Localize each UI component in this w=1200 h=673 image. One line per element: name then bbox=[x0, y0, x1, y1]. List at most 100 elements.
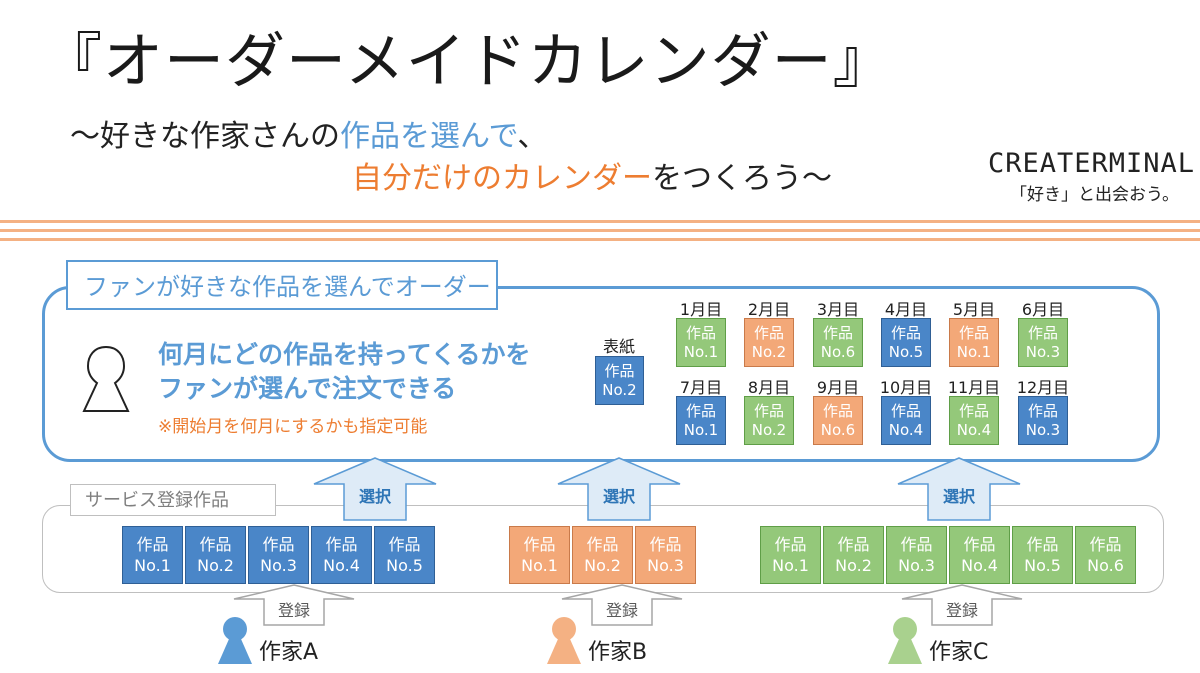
subtitle-suffix: をつくろう～ bbox=[652, 161, 832, 196]
fan-note: ※開始月を何月にするかも指定可能 bbox=[158, 417, 428, 437]
month-label: 11月目 bbox=[947, 378, 1001, 397]
month-label: 7月目 bbox=[679, 378, 723, 397]
service-work-tile: 作品 No.6 bbox=[1075, 526, 1136, 584]
tile-number: No.3 bbox=[260, 556, 297, 575]
register-label-c: 登録 bbox=[945, 601, 978, 620]
author-b-icon bbox=[547, 617, 581, 664]
author-c-icon bbox=[888, 617, 922, 664]
tile-work: 作品 bbox=[822, 401, 853, 420]
tile-work: 作品 bbox=[753, 401, 784, 420]
tile-work: 作品 bbox=[1089, 535, 1122, 554]
service-label: サービス登録作品 bbox=[70, 484, 276, 516]
tile-work: 作品 bbox=[822, 323, 853, 342]
service-work-tile: 作品 No.3 bbox=[248, 526, 309, 584]
month-label: 2月目 bbox=[747, 300, 791, 319]
tile-number: No.3 bbox=[647, 556, 684, 575]
tile-work: 作品 bbox=[1026, 535, 1059, 554]
register-label-a: 登録 bbox=[277, 601, 310, 620]
register-arrow-a bbox=[233, 584, 355, 626]
tile-number: No.1 bbox=[772, 556, 809, 575]
tile-work: 作品 bbox=[199, 535, 232, 554]
tile-work: 作品 bbox=[890, 401, 921, 420]
select-label-a: 選択 bbox=[358, 487, 391, 506]
author-a-icon bbox=[218, 617, 252, 664]
tile-number: No.2 bbox=[751, 342, 787, 361]
tile-number: No.1 bbox=[134, 556, 171, 575]
tile-number: No.3 bbox=[1025, 420, 1061, 439]
tile-number: No.6 bbox=[820, 420, 856, 439]
tile-number: No.1 bbox=[683, 342, 719, 361]
month-label: 8月目 bbox=[747, 378, 791, 397]
tile-number: No.4 bbox=[323, 556, 360, 575]
cover-label: 表紙 bbox=[602, 337, 635, 356]
month-label: 3月目 bbox=[816, 300, 860, 319]
author-c-name: 作家C bbox=[929, 640, 989, 665]
month-label: 9月目 bbox=[816, 378, 860, 397]
fan-order-label: ファンが好きな作品を選んでオーダー bbox=[66, 260, 498, 310]
tile-work: 作品 bbox=[523, 535, 556, 554]
fan-main-text-1: 何月にどの作品を持ってくるかを bbox=[158, 340, 531, 369]
service-work-tile: 作品 No.4 bbox=[949, 526, 1010, 584]
service-work-tile: 作品 No.2 bbox=[572, 526, 633, 584]
tile-work: 作品 bbox=[963, 535, 996, 554]
tile-work: 作品 bbox=[900, 535, 933, 554]
tile-number: No.4 bbox=[956, 420, 992, 439]
register-label-b: 登録 bbox=[605, 601, 638, 620]
tile-work: 作品 bbox=[837, 535, 870, 554]
month-label: 12月目 bbox=[1016, 378, 1070, 397]
tile-number: No.5 bbox=[1024, 556, 1061, 575]
tile-number: No.6 bbox=[1087, 556, 1124, 575]
tile-work: 作品 bbox=[262, 535, 295, 554]
select-arrow-c bbox=[897, 457, 1021, 521]
tile-number: No.1 bbox=[956, 342, 992, 361]
tile-number: No.6 bbox=[820, 342, 856, 361]
select-label-c: 選択 bbox=[942, 487, 975, 506]
service-work-tile: 作品 No.5 bbox=[1012, 526, 1073, 584]
month-label: 10月目 bbox=[879, 378, 933, 397]
tile-work: 作品 bbox=[388, 535, 421, 554]
author-b-name: 作家B bbox=[588, 640, 648, 665]
tile-work: 作品 bbox=[958, 401, 989, 420]
tile-work: 作品 bbox=[890, 323, 921, 342]
tile-number: No.4 bbox=[961, 556, 998, 575]
service-work-tile: 作品 No.3 bbox=[886, 526, 947, 584]
tile-work: 作品 bbox=[958, 323, 989, 342]
tile-number: No.3 bbox=[898, 556, 935, 575]
divider-stripe bbox=[0, 220, 1200, 223]
month-label: 1月目 bbox=[679, 300, 723, 319]
tile-work: 作品 bbox=[325, 535, 358, 554]
tile-number: No.3 bbox=[1025, 342, 1061, 361]
tile-number: No.4 bbox=[888, 420, 924, 439]
brand-logo: CREATERMINAL bbox=[988, 148, 1196, 179]
month-label: 4月目 bbox=[884, 300, 928, 319]
tile-number: No.1 bbox=[683, 420, 719, 439]
service-work-tile: 作品 No.1 bbox=[509, 526, 570, 584]
tile-work: 作品 bbox=[136, 535, 169, 554]
fan-main-text-2: ファンが選んで注文できる bbox=[158, 374, 457, 403]
register-arrow-b bbox=[561, 584, 683, 626]
tile-work: 作品 bbox=[685, 323, 716, 342]
tile-number: No.5 bbox=[386, 556, 423, 575]
tile-work: 作品 bbox=[649, 535, 682, 554]
tile-number: No.1 bbox=[521, 556, 558, 575]
tile-work: 作品 bbox=[586, 535, 619, 554]
tile-number: No.2 bbox=[584, 556, 621, 575]
tile-work: 作品 bbox=[604, 361, 635, 380]
subtitle-highlight-calendar: 自分だけのカレンダー bbox=[352, 161, 652, 196]
register-arrow-c bbox=[901, 584, 1023, 626]
service-work-tile: 作品 No.4 bbox=[311, 526, 372, 584]
brand-tagline: 「好き」と出会おう。 bbox=[1010, 185, 1179, 205]
page-title: 『オーダーメイドカレンダー』 bbox=[42, 27, 894, 97]
